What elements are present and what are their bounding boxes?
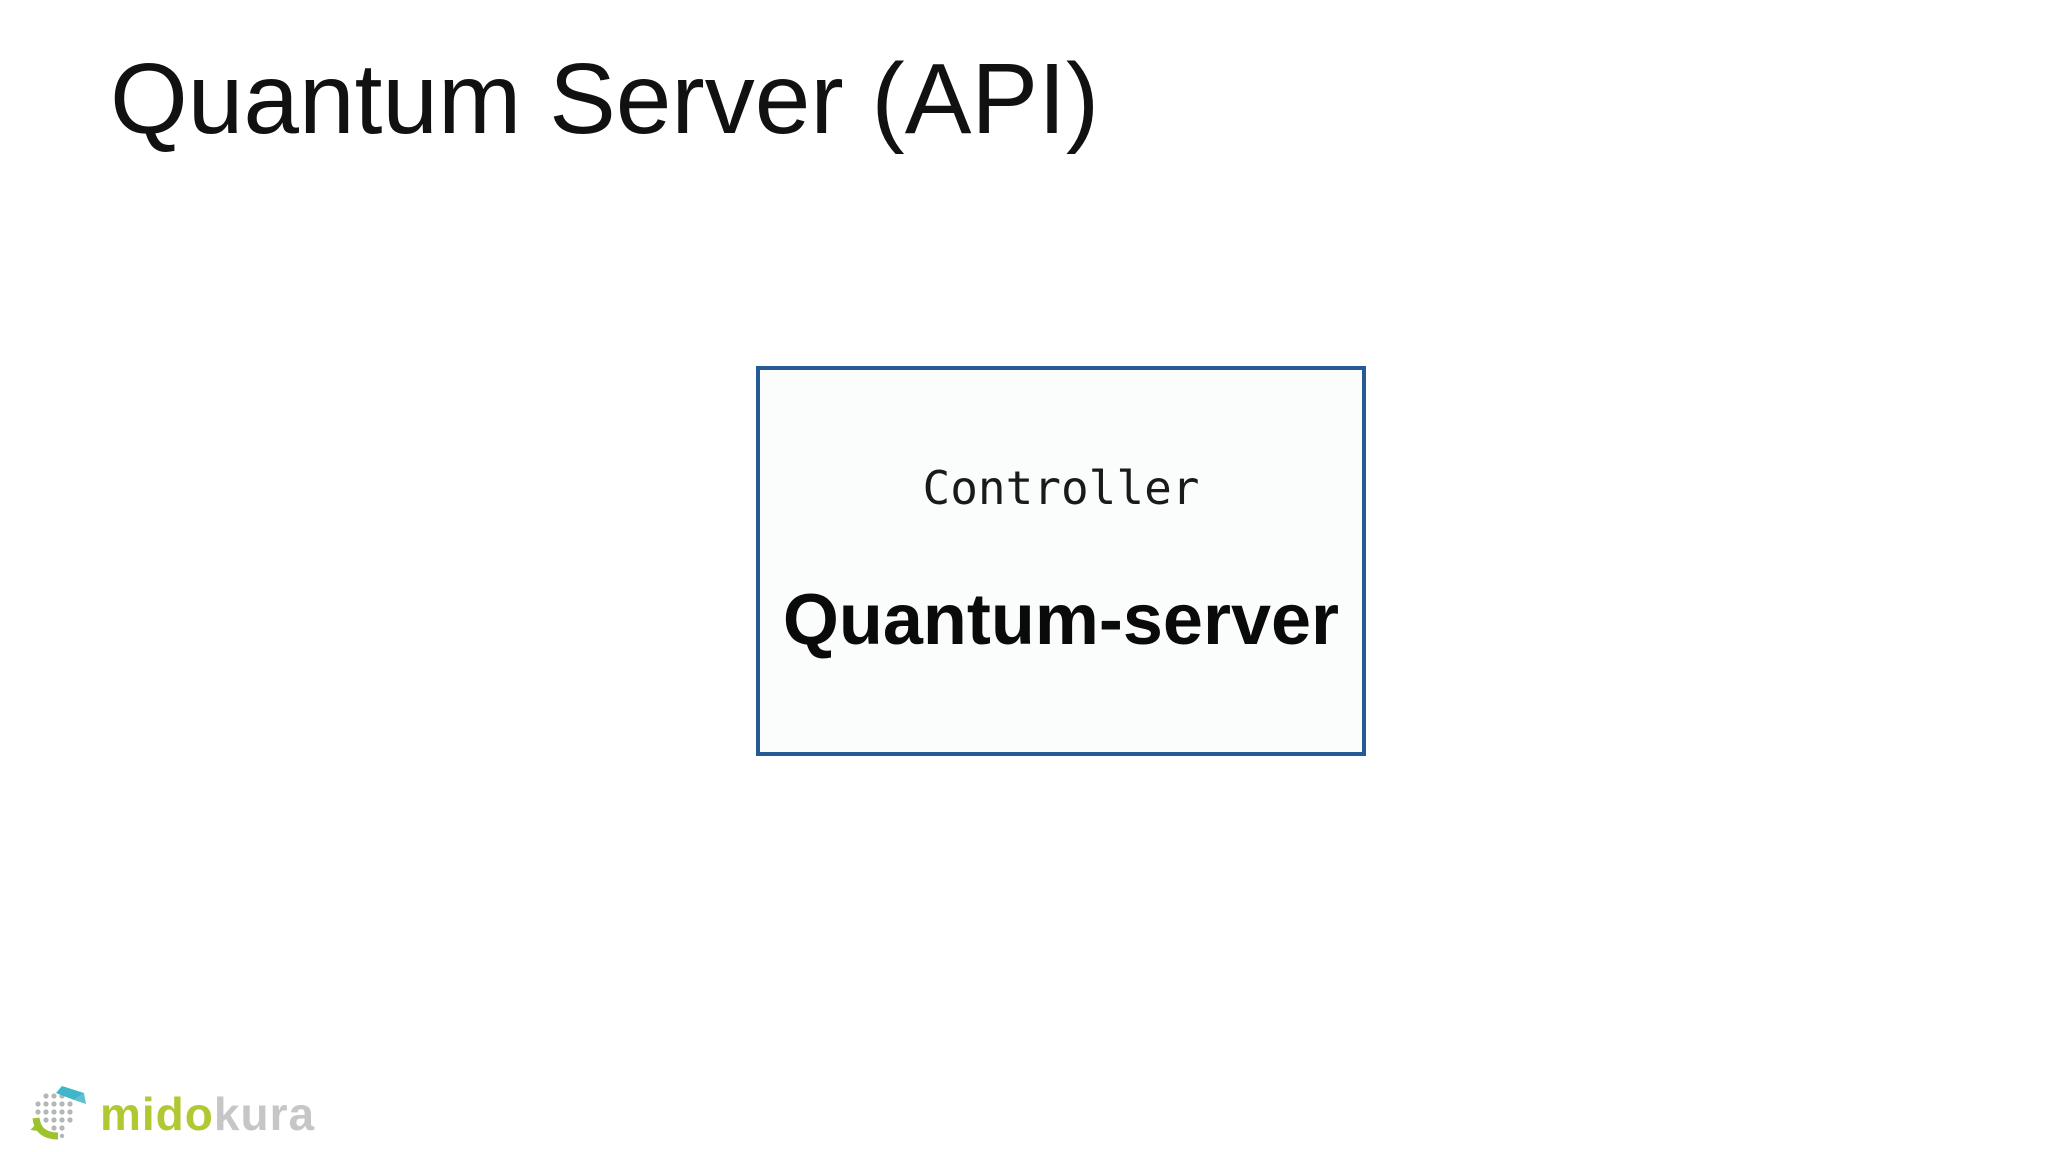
node-name-label: Quantum-server	[782, 580, 1340, 660]
midokura-wordmark: midokura	[100, 1084, 315, 1144]
midokura-dots-logo-icon	[30, 1086, 86, 1140]
midokura-logo: midokura	[28, 1084, 315, 1144]
logo-text-mido: mido	[100, 1088, 214, 1140]
logo-text-kura: kura	[213, 1088, 316, 1140]
controller-node-box: Controller Quantum-server	[756, 366, 1366, 756]
node-role-label: Controller	[922, 461, 1200, 515]
slide-title: Quantum Server (API)	[110, 43, 1100, 155]
